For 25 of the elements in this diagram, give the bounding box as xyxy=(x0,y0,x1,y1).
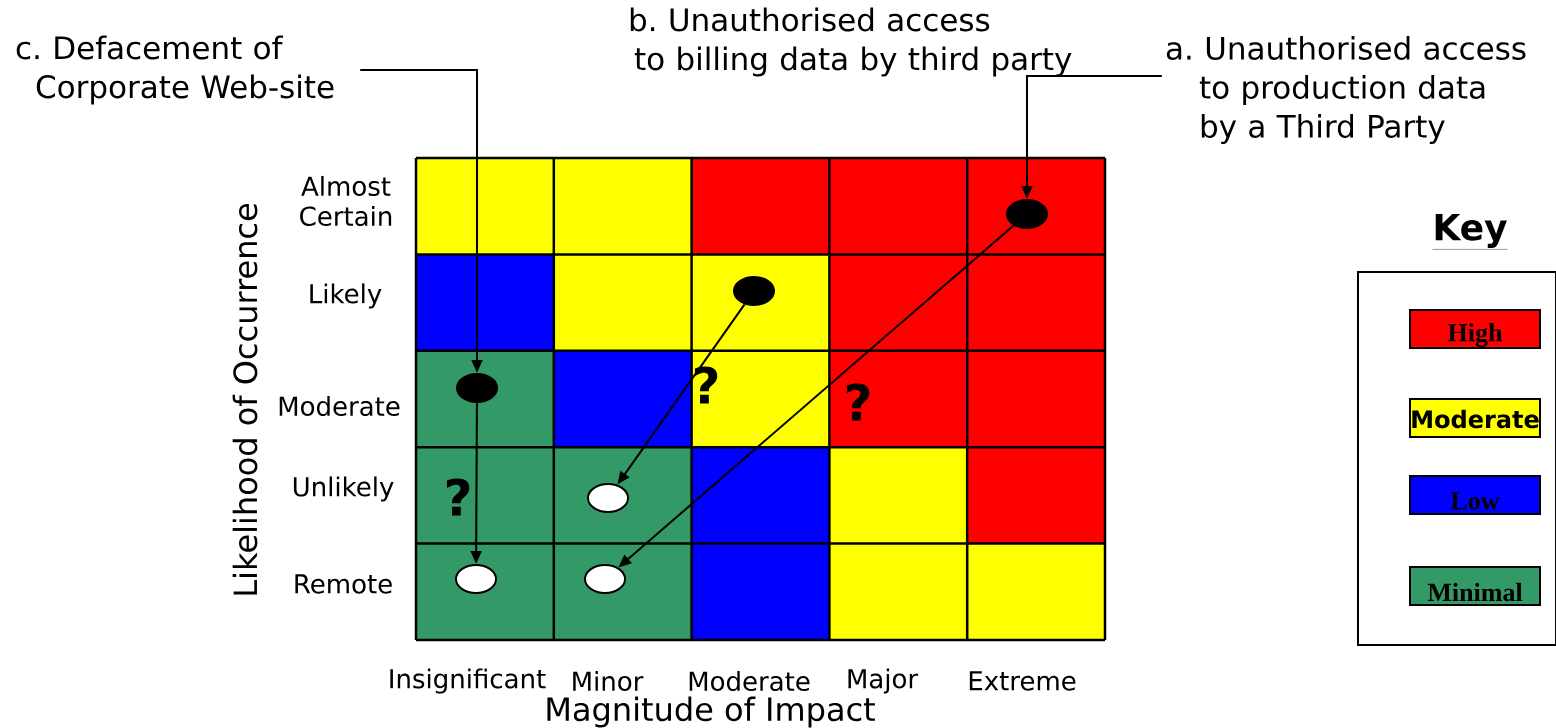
column-label: Major xyxy=(848,668,919,694)
marker-dot xyxy=(733,276,775,306)
row-label: Likely xyxy=(310,283,382,309)
column-label: Moderate xyxy=(689,670,810,692)
key-title: Key xyxy=(1432,214,1508,250)
row-label: Unlikely xyxy=(293,476,394,502)
target-dot xyxy=(584,564,626,594)
callout-text: c. Defacement of Corporate Web-site xyxy=(16,35,334,105)
question-mark: ? xyxy=(846,383,870,421)
row-label: Almost Certain xyxy=(300,175,392,227)
column-label: Minor xyxy=(573,670,644,692)
target-dot xyxy=(587,483,629,513)
target-dot xyxy=(455,564,497,594)
marker-dot xyxy=(1006,199,1048,229)
row-label: Moderate xyxy=(279,395,400,417)
axis-title: Magnitude of Impact xyxy=(547,696,875,728)
column-label: Extreme xyxy=(969,671,1076,691)
row-label: Remote xyxy=(295,574,392,594)
callout-text: b. Unauthorised access to billing data by third party xyxy=(630,7,1072,77)
axis-title: Likelihood of Occurrence xyxy=(232,203,258,595)
callout-text: a. Unauthorised access to production data by a Third Party xyxy=(1166,36,1526,144)
marker-dot xyxy=(456,373,498,403)
question-mark: ? xyxy=(694,366,718,404)
column-label: Insignificant xyxy=(390,668,546,694)
question-mark: ? xyxy=(446,478,470,516)
